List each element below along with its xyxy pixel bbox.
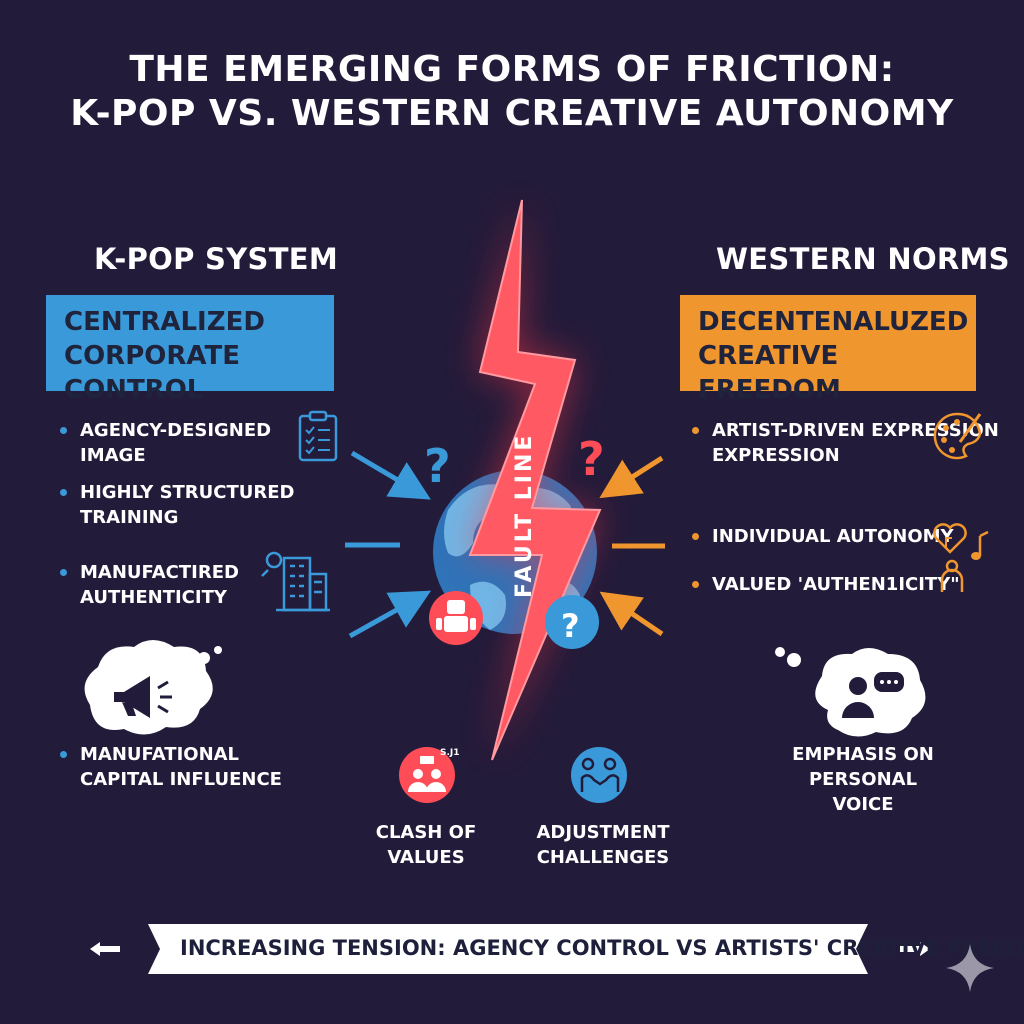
right-caption: EMPHASIS ON PERSONAL VOICE: [788, 742, 938, 817]
left-bullet-3-line-1: MANUFACTIRED: [80, 562, 239, 583]
adjustment-caption-line-2: CHALLENGES: [536, 847, 670, 868]
right-arrows: [599, 455, 665, 637]
right-box-line-1: DECENTENALUZED: [698, 307, 969, 337]
left-bottom-bullet: MANUFATIONAL CAPITAL INFLUENCE: [60, 742, 282, 792]
palette-icon: [933, 412, 982, 460]
title-line-2: K-POP VS. WESTERN CREATIVE AUTONOMY: [70, 93, 954, 134]
right-caption-line-2: PERSONAL VOICE: [808, 769, 918, 815]
sparkle-icon: [946, 944, 994, 992]
left-bullet-1-line-2: IMAGE: [80, 445, 146, 466]
clash-badge: S.J1: [440, 748, 460, 758]
checklist-icon: [298, 410, 338, 462]
left-bottom-bullet-line-2: CAPITAL INFLUENCE: [80, 769, 282, 790]
left-arrows: [345, 450, 432, 639]
right-caption-line-1: EMPHASIS ON: [792, 744, 934, 765]
right-box: DECENTENALUZED CREATIVE FREEDOM: [680, 295, 976, 405]
bullet-dot: [60, 751, 67, 758]
left-box-line-2: CORPORATE CONTROL: [64, 341, 240, 405]
right-bullet-1-line-1: ARTIST-DRIVEN EXPRESSION: [712, 420, 999, 441]
bullet-dot: [60, 569, 67, 576]
left-heading: K-POP SYSTEM: [94, 242, 339, 276]
fault-line-label: FAULT LINE: [512, 432, 537, 598]
bullet-dot: [692, 581, 699, 588]
right-bullet-3-line-1: VALUED 'AUTHEN1ICITY": [712, 574, 960, 595]
bullet-dot: [60, 489, 67, 496]
left-bullet-3-line-2: AUTHENTICITY: [80, 587, 227, 608]
left-arrow-icon: [90, 942, 120, 956]
right-box-line-2: CREATIVE FREEDOM: [698, 341, 841, 405]
right-thought-bubble: [775, 647, 926, 737]
left-bullet-1: AGENCY-DESIGNED IMAGE: [60, 418, 272, 468]
page-title: THE EMERGING FORMS OF FRICTION: K-POP VS…: [0, 48, 1024, 136]
megaphone-icon: [114, 676, 172, 718]
heart-music-icon: [933, 523, 989, 592]
left-bullet-3: MANUFACTIRED AUTHENTICITY: [60, 560, 239, 610]
right-bullet-3: VALUED 'AUTHEN1ICITY": [692, 572, 960, 597]
svg-text:?: ?: [561, 607, 580, 645]
left-bullet-2-line-2: TRAINING: [80, 507, 179, 528]
question-mark-left-icon: ?: [424, 439, 451, 493]
title-line-1: THE EMERGING FORMS OF FRICTION:: [129, 49, 895, 90]
bullet-dot: [60, 427, 67, 434]
bullet-dot: [692, 427, 699, 434]
person-speech-icon: [842, 672, 904, 718]
right-bullet-2-line-1: INDIVIDUAL AUTONOMY: [712, 526, 954, 547]
question-mark-right-icon: ?: [578, 432, 605, 486]
bullet-dot: [692, 533, 699, 540]
adjustment-caption: ADJUSTMENT CHALLENGES: [534, 820, 672, 870]
lightning-bolt: [468, 199, 602, 761]
left-thought-bubble: [84, 640, 222, 735]
tension-banner: [90, 924, 930, 974]
robot-icon: [429, 591, 483, 645]
question-mark-icon: ?: [545, 595, 599, 649]
right-bullet-1-line-2: EXPRESSION: [712, 445, 840, 466]
left-bottom-bullet-line-1: MANUFATIONAL: [80, 744, 240, 765]
clash-caption-line-2: VALUES: [387, 847, 465, 868]
right-heading: WESTERN NORMS: [716, 242, 1010, 276]
left-box: CENTRALIZED CORPORATE CONTROL: [46, 295, 334, 405]
right-bullet-1: ARTIST-DRIVEN EXPRESSION EXPRESSION: [692, 418, 999, 468]
left-bullet-1-line-1: AGENCY-DESIGNED: [80, 420, 272, 441]
clash-caption-line-1: CLASH OF: [375, 822, 477, 843]
right-arrow-icon: [900, 942, 930, 956]
left-bullet-2: HIGHLY STRUCTURED TRAINING: [60, 480, 295, 530]
people-clash-icon: [399, 747, 455, 803]
right-bullet-2: INDIVIDUAL AUTONOMY: [692, 524, 954, 549]
left-box-line-1: CENTRALIZED: [64, 307, 265, 337]
clash-caption: CLASH OF VALUES: [362, 820, 490, 870]
left-bullet-2-line-1: HIGHLY STRUCTURED: [80, 482, 295, 503]
handshake-people-icon: [571, 747, 627, 803]
banner-text: INCREASING TENSION: AGENCY CONTROL VS AR…: [180, 936, 1024, 960]
adjustment-caption-line-1: ADJUSTMENT: [536, 822, 670, 843]
building-icon: [261, 551, 330, 612]
